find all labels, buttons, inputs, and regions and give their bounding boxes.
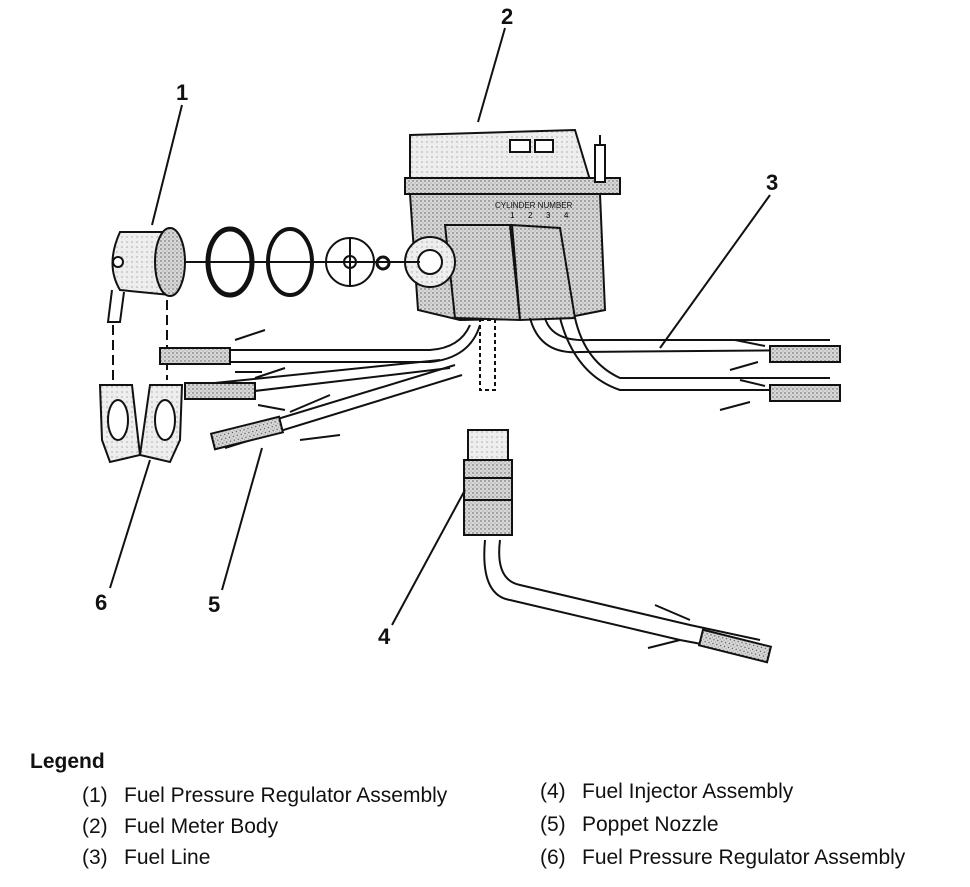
cylinder-digit: 3 xyxy=(546,211,551,220)
fuel-injector xyxy=(463,319,513,536)
legend-number: (4) xyxy=(540,780,566,803)
legend-number: (5) xyxy=(540,813,566,836)
callout-1: 1 xyxy=(176,80,188,105)
legend-item: (1) Fuel Pressure Regulator Assembly xyxy=(82,784,447,808)
legend-number: (6) xyxy=(540,846,566,869)
callout-5: 5 xyxy=(208,592,220,617)
fuel-lines xyxy=(180,317,831,656)
legend-item: (6) Fuel Pressure Regulator Assembly xyxy=(540,846,905,870)
fuel-pressure-regulator xyxy=(106,227,420,323)
o-ring-seal-small xyxy=(266,227,314,297)
legend-number: (3) xyxy=(82,846,108,869)
legend-text: Fuel Line xyxy=(124,846,211,869)
cylinder-digit: 1 xyxy=(510,211,515,220)
o-ring-small xyxy=(375,255,391,271)
callout-4: 4 xyxy=(378,624,391,649)
fuel-meter-body xyxy=(404,128,621,322)
cylinder-digit: 4 xyxy=(564,211,569,220)
legend-title: Legend xyxy=(30,750,105,773)
leader-lines xyxy=(109,27,771,626)
legend-number: (1) xyxy=(82,784,108,807)
callout-6: 6 xyxy=(95,590,107,615)
legend-item: (3) Fuel Line xyxy=(82,846,210,870)
cylinder-digit: 2 xyxy=(528,211,533,220)
legend-text: Fuel Pressure Regulator Assembly xyxy=(124,784,448,807)
callout-2: 2 xyxy=(501,4,513,29)
cylinder-number-label: CYLINDER NUMBER xyxy=(495,201,573,210)
o-ring-seal-large xyxy=(205,226,255,298)
legend-text: Fuel Injector Assembly xyxy=(582,780,794,803)
legend-text: Fuel Meter Body xyxy=(124,815,279,838)
legend-number: (2) xyxy=(82,815,108,838)
legend-item: (2) Fuel Meter Body xyxy=(82,815,278,839)
fuel-system-diagram: CYLINDER NUMBER xyxy=(95,4,841,664)
line-fittings xyxy=(159,345,841,664)
callout-3: 3 xyxy=(766,170,778,195)
retainer-clips xyxy=(234,329,766,649)
legend-item: (4) Fuel Injector Assembly xyxy=(540,780,793,804)
regulator-clamp xyxy=(98,300,184,464)
legend-text: Fuel Pressure Regulator Assembly xyxy=(582,846,906,869)
legend-text: Poppet Nozzle xyxy=(582,813,719,836)
filter-screen xyxy=(325,237,375,287)
legend-item: (5) Poppet Nozzle xyxy=(540,813,719,837)
